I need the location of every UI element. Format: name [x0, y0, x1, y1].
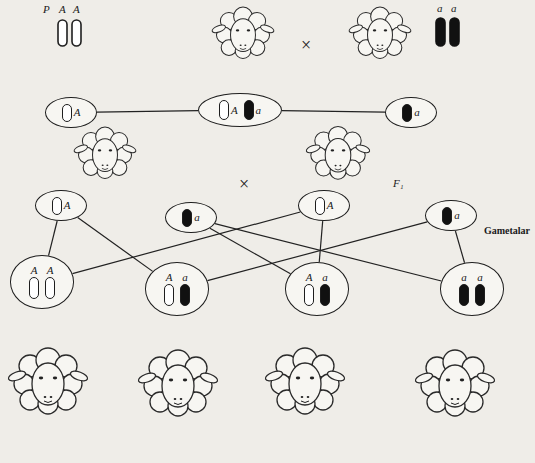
allele-letter: A: [31, 265, 38, 276]
allele-letter: A: [64, 200, 71, 211]
chromosome-item: a: [182, 209, 200, 227]
chromosome-item: A: [164, 272, 174, 306]
allele-letter: A: [74, 107, 81, 118]
cross-line: [78, 218, 153, 272]
cross-line: [97, 111, 198, 113]
cross-line: [49, 221, 58, 256]
chromosome-cell: a: [165, 202, 217, 233]
chromosome: [402, 104, 412, 122]
chromosome-item: A: [315, 197, 334, 215]
chromosome: [315, 197, 325, 215]
chromosome-item: a: [475, 272, 485, 306]
chromosome-item: a: [320, 272, 330, 306]
cross-line: [282, 111, 385, 113]
cross-line: [319, 221, 322, 262]
allele-letter: A: [166, 272, 173, 283]
allele-letter: A: [327, 200, 334, 211]
chromosome: [164, 284, 174, 306]
allele-letter: A: [47, 265, 54, 276]
chromosome-cell: A: [35, 190, 87, 221]
chromosome: [180, 284, 190, 306]
chromosome-cell: A: [45, 97, 97, 128]
chromosome: [29, 277, 39, 299]
chromosome-item: a: [180, 272, 190, 306]
chromosome-cell: aa: [440, 262, 504, 316]
chromosome-cell: a: [385, 97, 437, 128]
chromosome: [52, 197, 62, 215]
cross-sign: ×: [300, 36, 312, 54]
allele-letter: A: [231, 105, 238, 116]
chromosome-item: A: [304, 272, 314, 306]
chromosome-item: a: [442, 207, 460, 225]
chromosome-item: a: [402, 104, 420, 122]
allele-letter: a: [256, 105, 262, 116]
allele-letter: a: [454, 210, 460, 221]
cross-line: [210, 228, 291, 274]
genetic-label: P: [42, 4, 51, 15]
allele-letter: a: [194, 212, 200, 223]
genetic-label: A: [58, 4, 67, 15]
chromosome: [442, 207, 452, 225]
allele-letter: a: [322, 272, 328, 283]
genetic-label: a: [436, 3, 444, 14]
chromosome-item: A: [45, 265, 55, 299]
chromosome: [219, 100, 229, 120]
chromosome-cell: Aa: [285, 262, 349, 316]
chromosome-item: a: [244, 100, 262, 120]
chromosome-item: A: [219, 100, 238, 120]
chromosome-cell: Aa: [145, 262, 209, 316]
allele-letter: a: [477, 272, 483, 283]
chromosome-cell: a: [425, 200, 477, 231]
chromosome-cell: AA: [10, 255, 74, 309]
allele-letter: a: [461, 272, 467, 283]
chromosome-cell: A: [298, 190, 350, 221]
chromosome: [320, 284, 330, 306]
chromosome: [182, 209, 192, 227]
allele-letter: A: [306, 272, 313, 283]
chromosome: [475, 284, 485, 306]
chromosome-item: A: [29, 265, 39, 299]
chromosome: [304, 284, 314, 306]
row-label: Gametalar: [483, 226, 531, 236]
chromosome: [62, 104, 72, 122]
genetic-label: a: [450, 3, 458, 14]
chromosome: [45, 277, 55, 299]
cross-line: [455, 231, 464, 263]
chromosome-item: a: [459, 272, 469, 306]
chromosome: [244, 100, 254, 120]
chromosome: [459, 284, 469, 306]
allele-letter: a: [414, 107, 420, 118]
cross-sign: ×: [238, 175, 250, 193]
chromosome-cell: Aa: [198, 93, 282, 127]
allele-letter: a: [182, 272, 188, 283]
chromosome-item: A: [62, 104, 81, 122]
genetic-label: A: [72, 4, 81, 15]
chromosome-item: A: [52, 197, 71, 215]
genetic-label: F₁: [392, 178, 405, 189]
